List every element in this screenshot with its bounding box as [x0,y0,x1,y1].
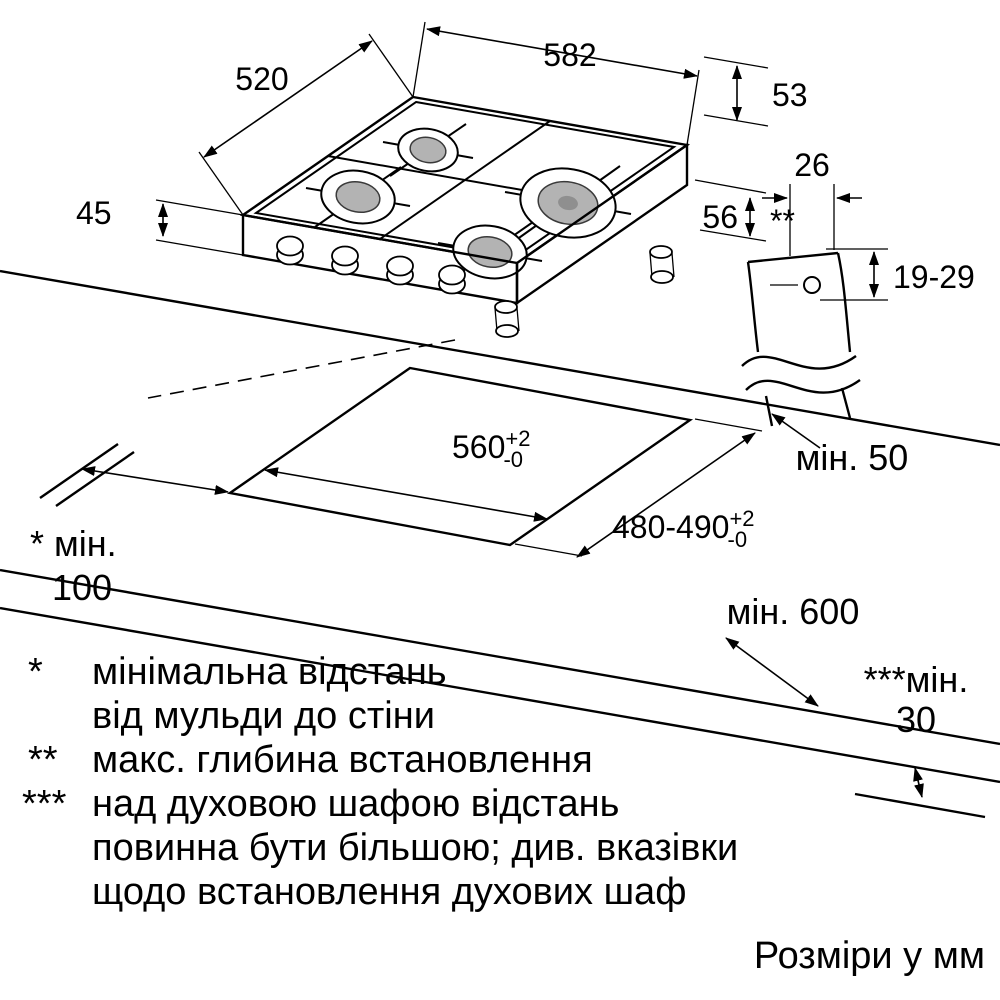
burner-left [320,169,396,225]
clamp-tail-left [764,395,774,427]
min-30-value: 30 [896,699,936,740]
dimension-min-30: ***мін. 30 [864,659,969,798]
footnote-line-1: мінімальна відстань [92,651,447,693]
knob-icon [386,255,414,286]
dim-56-label: 56 [702,199,738,235]
knob-icon [276,235,304,266]
dimension-26: 26 [762,147,862,256]
hob-top-view [239,95,691,338]
cutout-depth-ext-1 [694,418,763,432]
dim-582-arrow [426,26,698,79]
footnote-marker-2: ** [28,739,58,781]
footnote-line-2: від мульди до стіни [92,695,435,737]
dimension-min-50: мін. 50 [771,413,909,478]
dimension-582: 582 [412,21,700,146]
dimension-min-100: * мін. 100 [30,466,229,608]
hob-foot-right [649,245,675,284]
hob-foot-front [494,300,520,338]
cutout-width-label: 560+2-0 [452,426,530,472]
footnote-line-4: над духовою шафою відстань [92,783,619,825]
dimension-19-29: 19-29 [820,248,975,301]
min-30-label: ***мін. [864,659,969,700]
dim-582-label: 582 [543,37,596,73]
dimension-cutout-depth: 480-490+2-0 [514,418,763,558]
min-50-arrow [771,413,821,449]
worktop-front-edge-bottom [0,606,1000,784]
footnotes: * мінімальна відстань від мульди до стін… [22,651,985,977]
dim-45-label: 45 [76,195,112,231]
footnote-line-5: повинна бути більшою; див. вказівки [92,827,738,869]
footnote-line-3: макс. глибина встановлення [92,739,593,781]
min-600-label: мін. 600 [727,591,860,632]
min-600-arrow [725,637,819,707]
clamp-right-edge [836,252,852,353]
units-note: Розміри у мм [754,935,985,977]
clamp-tail-right [840,387,852,419]
dim-19-29-label: 19-29 [893,259,975,295]
dimension-56: 56 ** [694,179,795,242]
projection-dashed-line [147,339,456,399]
clamp-screw-hole [803,276,821,294]
clamp-top-edge [747,251,839,264]
min-50-label: мін. 50 [796,437,909,478]
dimension-cutout-width: 560+2-0 [264,426,548,522]
footnote-marker-1: * [28,651,43,693]
dim-26-label: 26 [794,147,830,183]
min-100-label: * мін. [30,523,117,564]
dimension-53: 53 [703,56,808,127]
min-100-arrow [81,466,229,495]
clamp-left-edge [746,261,760,353]
min-30-arrow [913,767,924,798]
cutout-depth-arrow [576,432,756,558]
dim-53-label: 53 [772,77,808,113]
burner-right-large [519,167,617,239]
dimension-45: 45 [76,195,244,256]
control-knobs [276,235,466,295]
cutout-width-arrow [264,467,548,522]
footnote-marker-3: *** [22,783,67,825]
cutout-outline [226,366,694,547]
cutout-depth-label: 480-490+2-0 [612,506,755,552]
cutout-opening [147,339,694,547]
min-100-value: 100 [52,567,112,608]
cutout-depth-ext-2 [514,543,583,557]
knob-icon [438,264,466,295]
clamp-break-line-1 [741,355,857,370]
oven-top-line [854,792,986,819]
dim-520-label: 520 [235,61,288,97]
footnote-line-6: щодо встановлення духових шаф [92,871,686,913]
max-depth-asterisks: ** [770,203,795,239]
dimension-520: 520 [198,33,414,216]
wall-edge-line-1 [39,443,119,499]
burner-back [397,127,459,173]
clamp-detail [741,251,861,427]
worktop-rear-edge [0,269,1000,447]
knob-icon [331,245,359,276]
hob-front-right-face [515,142,689,306]
worktop-front-edge-top [0,568,1000,746]
dimension-min-600: мін. 600 [725,591,860,707]
dim-520-arrow [203,40,373,158]
